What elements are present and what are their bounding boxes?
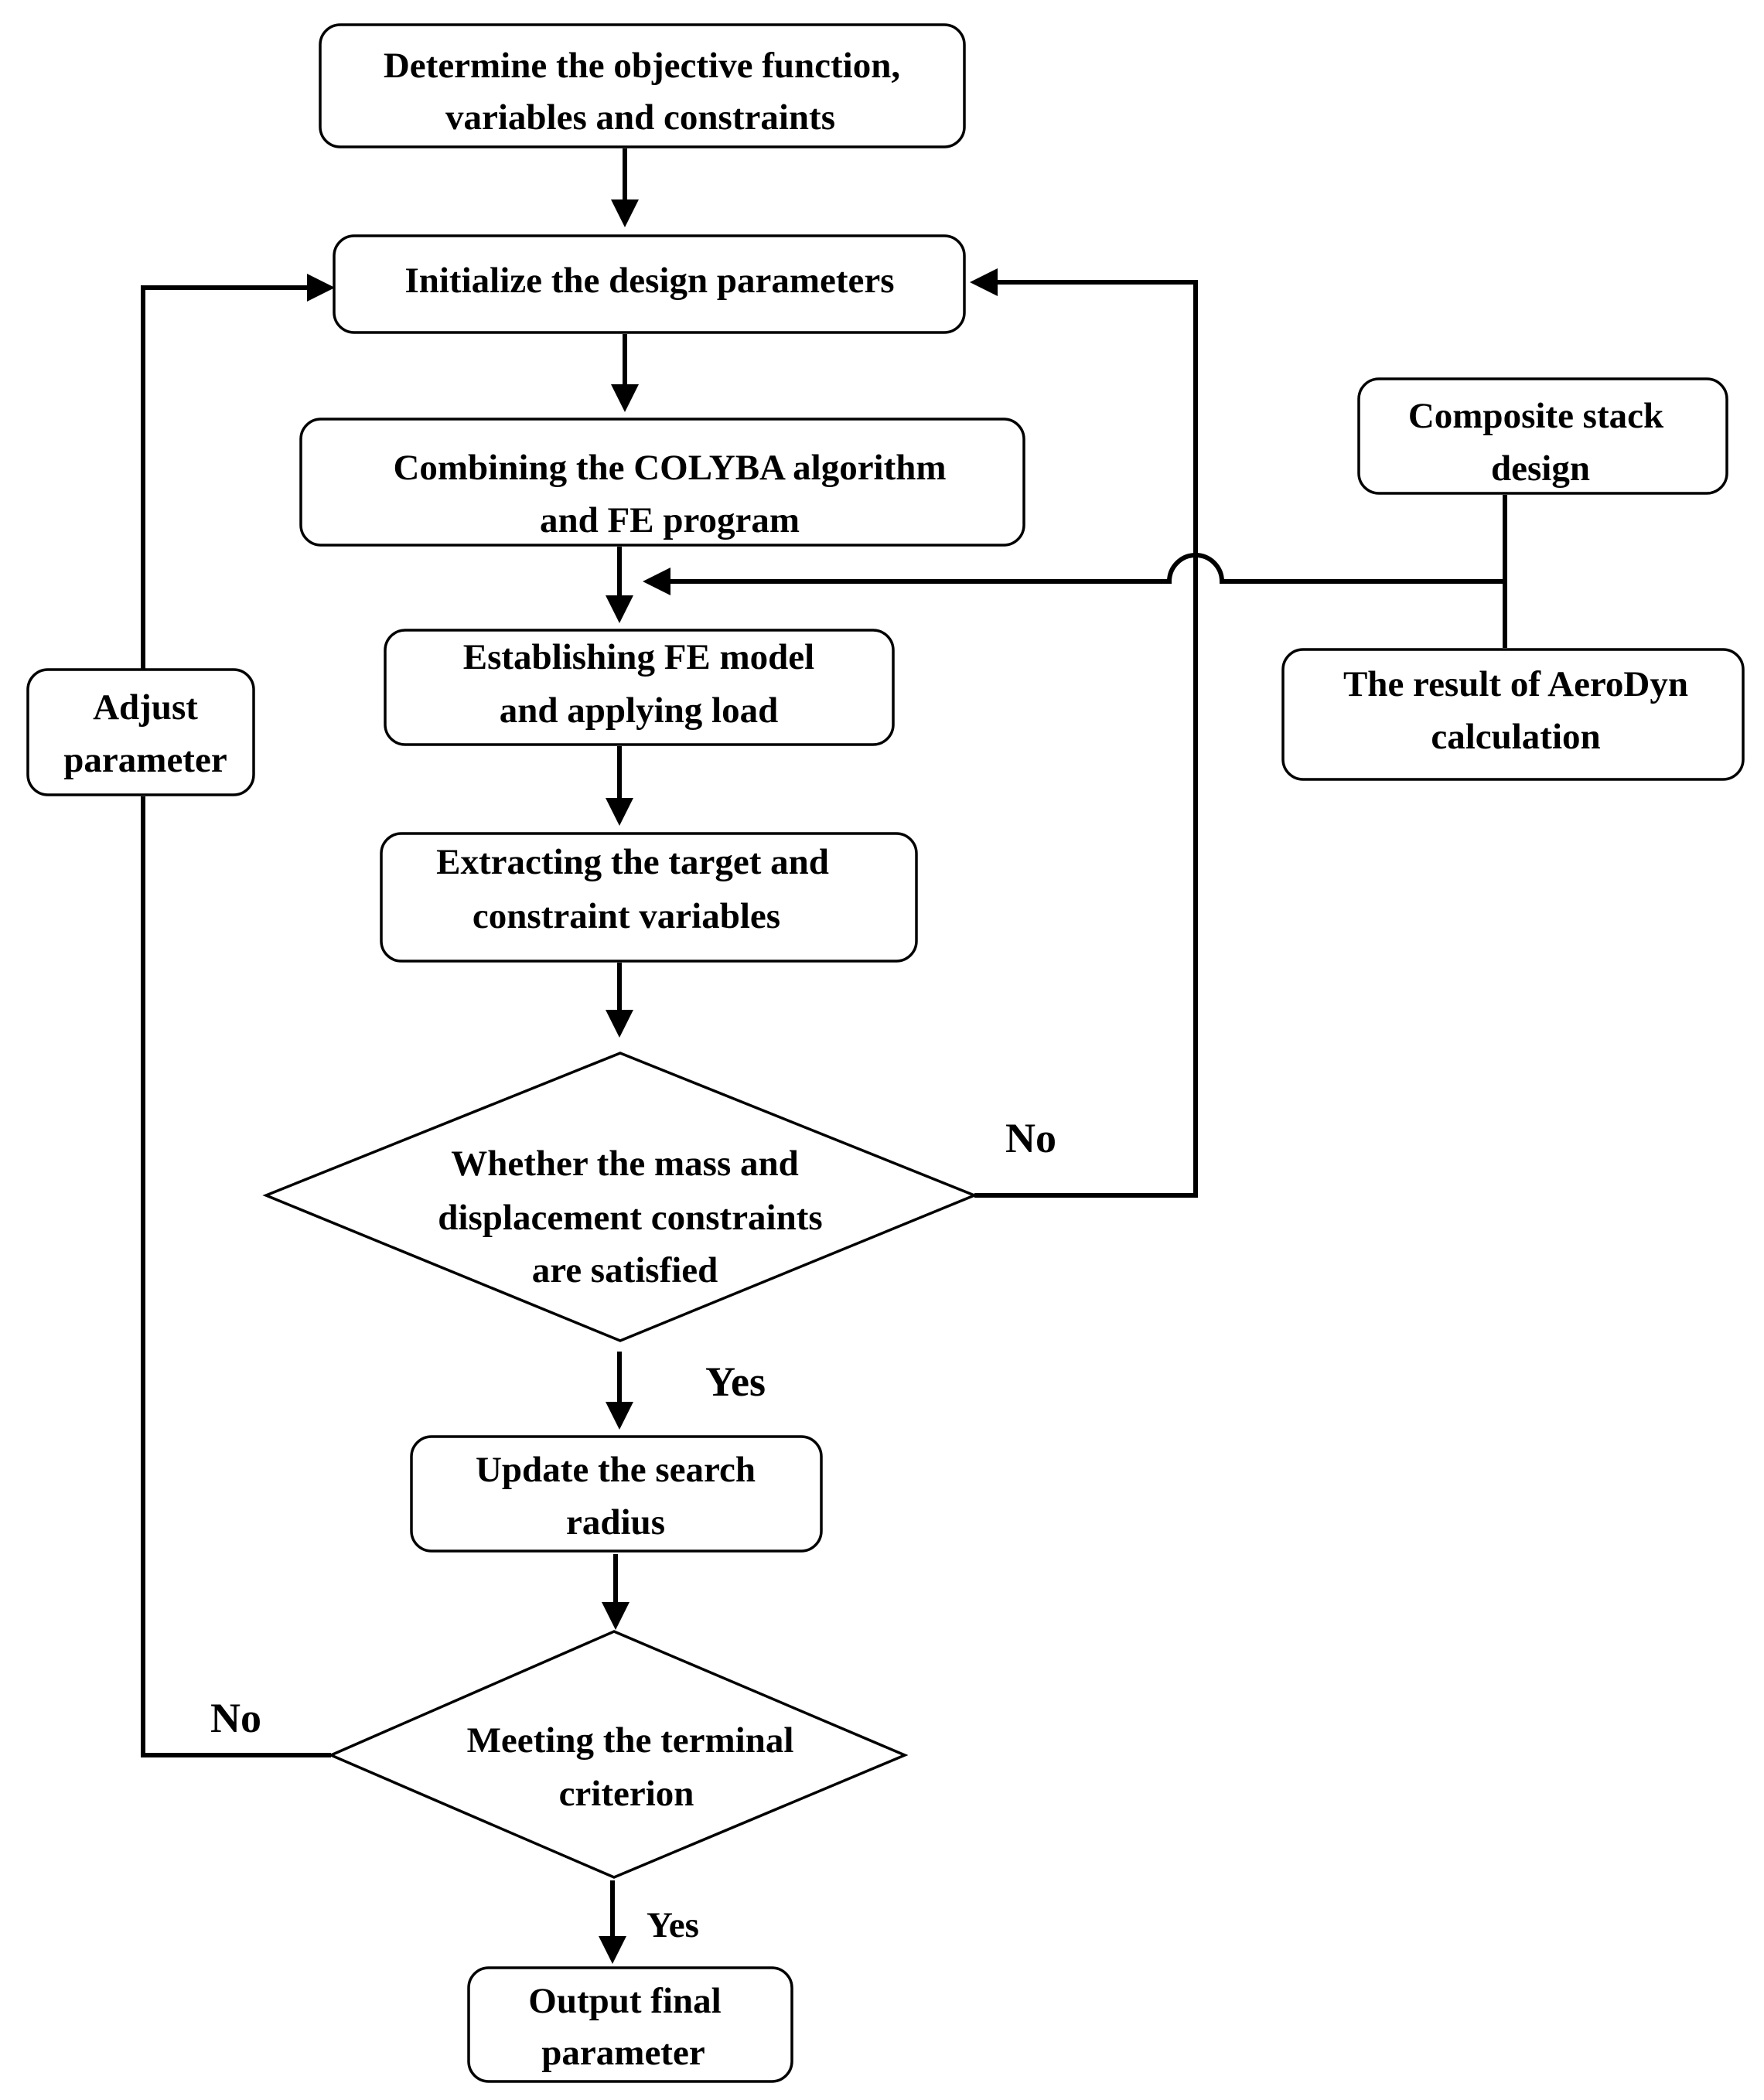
node-determine-box [319,23,966,148]
node-update-line2: radius [566,1502,665,1543]
node-combining-line1: Combining the COLYBA algorithm [393,448,946,488]
decision-terminal-shape [327,1630,909,1879]
node-initialize: Initialize the design parameters [333,234,966,334]
arrow-adjust-to-initialize [141,274,335,669]
branch-label-constraints-yes: Yes [705,1359,766,1405]
node-output-line2: parameter [541,2033,705,2073]
node-adjust-box [26,668,255,796]
branch-label-terminal-yes: Yes [647,1905,699,1945]
node-establishing-line2: and applying load [500,690,779,731]
node-output-box [467,1966,793,2083]
node-output: Output final parameter [467,1966,793,2083]
connectors [141,148,1507,1964]
decision-terminal: Meeting the terminal criterion [327,1630,909,1879]
node-aerodyn: The result of AeroDyn calculation [1281,648,1745,781]
node-composite-line1: Composite stack [1408,396,1664,436]
decision-constraints-shape [262,1052,978,1342]
node-composite: Composite stack design [1357,377,1728,495]
node-extracting-box [380,832,918,963]
arrow-decision-no-loop [970,268,1198,1198]
node-adjust-line2: parameter [63,740,227,780]
decision-constraints-line1: Whether the mass and [451,1144,799,1184]
node-determine: Determine the objective function, variab… [319,23,966,148]
decision-terminal-line1: Meeting the terminal [467,1720,794,1761]
node-composite-line2: design [1491,448,1590,489]
node-establishing: Establishing FE model and applying load [384,629,895,746]
decision-constraints: Whether the mass and displacement constr… [262,1052,978,1342]
node-adjust: Adjust parameter [26,668,255,796]
arrow-terminal-no-loop [141,796,331,1757]
node-composite-box [1357,377,1728,495]
node-update-line1: Update the search [476,1450,756,1490]
node-adjust-line1: Adjust [93,687,198,728]
node-establishing-box [384,629,895,746]
decision-constraints-line2: displacement constraints [438,1198,822,1238]
node-combining: Combining the COLYBA algorithm and FE pr… [299,418,1025,547]
branch-label-terminal-no: No [210,1695,261,1741]
node-determine-line1: Determine the objective function, [384,46,900,86]
decision-constraints-line3: are satisfied [532,1250,718,1290]
node-extracting-line1: Extracting the target and [436,842,829,882]
arrow-composite-to-fe-input [643,553,1505,595]
node-aerodyn-line1: The result of AeroDyn [1343,664,1688,704]
node-initialize-box [333,234,966,334]
node-combining-box [299,418,1025,547]
node-aerodyn-box [1281,648,1745,781]
node-extracting: Extracting the target and constraint var… [380,832,918,963]
branch-label-constraints-no: No [1005,1115,1056,1161]
node-aerodyn-line2: calculation [1431,717,1600,757]
node-combining-line2: and FE program [540,500,800,540]
node-extracting-line2: constraint variables [473,896,780,936]
decision-terminal-line2: criterion [559,1774,694,1814]
node-establishing-line1: Establishing FE model [463,637,814,677]
node-output-line1: Output final [528,1981,721,2021]
node-update: Update the search radius [410,1435,823,1553]
node-initialize-line1: Initialize the design parameters [404,261,894,301]
node-update-box [410,1435,823,1553]
node-determine-line2: variables and constraints [445,97,835,138]
